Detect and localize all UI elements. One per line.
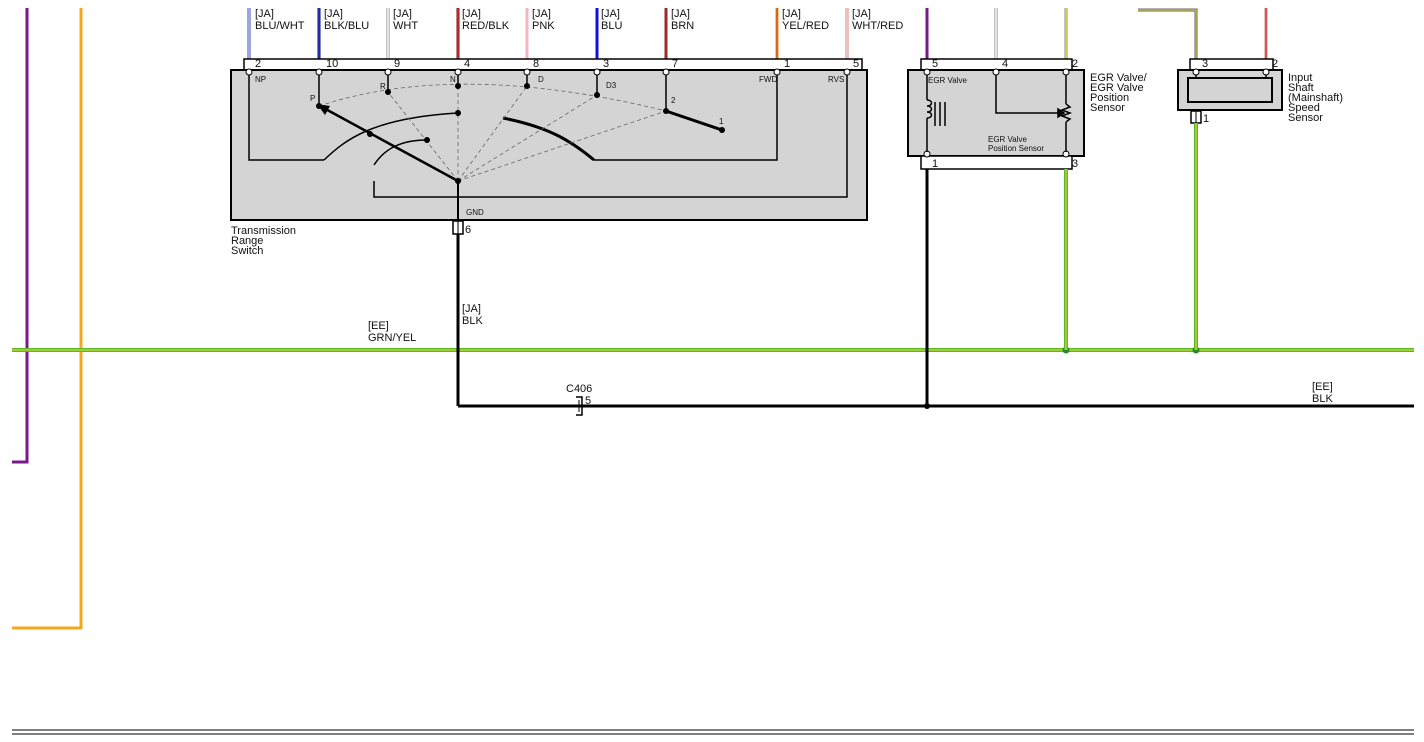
- trs-name-line-3: Switch: [231, 245, 263, 257]
- wire-color-d3: BLU: [601, 20, 622, 32]
- wire-code-np: [JA]: [255, 8, 274, 20]
- wire-color-n: RED/BLK: [462, 20, 510, 32]
- c406-pin: 5: [585, 395, 591, 407]
- trs-name-line-1: Transmission: [231, 225, 296, 237]
- egr-pin-5: 5: [932, 58, 938, 70]
- trs-position-np: NP: [255, 75, 266, 84]
- grn-yel-bus-color: GRN/YEL: [368, 332, 416, 344]
- wire-color-np: BLU/WHT: [255, 20, 305, 32]
- transmission-range-switch: 2 10 9 4 8 3 7 1 5: [230, 58, 868, 257]
- blk-ground-bus: [458, 403, 1414, 409]
- blk-bus-color: BLK: [1312, 393, 1333, 405]
- trs-position-rvs: RVS: [828, 75, 844, 84]
- wire-color-two: BRN: [671, 20, 694, 32]
- grn-yel-bus: [12, 346, 1414, 354]
- trs-pin-n: 4: [464, 58, 470, 70]
- egr-name-line-2: EGR Valve: [1090, 82, 1144, 94]
- orange-wire: [12, 8, 83, 630]
- trs-position-d3: D3: [606, 81, 617, 90]
- trs-pin-two: 7: [672, 58, 678, 70]
- trs-position-two: 2: [671, 96, 676, 105]
- iss-name-line-2: Shaft: [1288, 82, 1314, 94]
- c406-name: C406: [566, 383, 592, 395]
- egr-inner-label: EGR Valve: [928, 76, 968, 85]
- iss-name-line-1: Input: [1288, 72, 1312, 84]
- trs-position-r: R: [380, 82, 386, 91]
- grn-yel-bus-code: [EE]: [368, 320, 389, 332]
- trs-wire-labels: [JA] BLU/WHT [JA] BLK/BLU [JA] WHT [JA] …: [255, 8, 903, 32]
- egr-sensor-label-1: EGR Valve: [988, 135, 1028, 144]
- trs-position-n: N: [450, 75, 456, 84]
- egr-pin-4: 4: [1002, 58, 1008, 70]
- egr-name-line-4: Sensor: [1090, 102, 1125, 114]
- wire-code-p: [JA]: [324, 8, 343, 20]
- purple-wire: [12, 8, 29, 464]
- egr-pin-1: 1: [932, 158, 938, 170]
- trs-position-p: P: [310, 94, 315, 103]
- wire-code-rvs: [JA]: [852, 8, 871, 20]
- iss-pin-1: 1: [1203, 113, 1209, 125]
- wire-color-fwd: YEL/RED: [782, 20, 829, 32]
- trs-position-one: 1: [719, 117, 724, 126]
- trs-pin-np: 2: [255, 58, 261, 70]
- trs-pin-d3: 3: [603, 58, 609, 70]
- gnd-wire-color: BLK: [462, 315, 483, 327]
- egr-pin-2: 2: [1072, 58, 1078, 70]
- trs-position-d: D: [538, 75, 544, 84]
- blk-bus-code: [EE]: [1312, 381, 1333, 393]
- egr-name-line-1: EGR Valve/: [1090, 72, 1148, 84]
- iss-name-line-3: (Mainshaft): [1288, 92, 1343, 104]
- iss-name-line-4: Speed: [1288, 102, 1320, 114]
- wire-code-two: [JA]: [671, 8, 690, 20]
- wire-code-r: [JA]: [393, 8, 412, 20]
- wire-code-d: [JA]: [532, 8, 551, 20]
- gnd-wire-code: [JA]: [462, 303, 481, 315]
- trs-pin-p: 10: [326, 58, 338, 70]
- trs-pin-gnd: 6: [465, 224, 471, 236]
- trs-pin-d: 8: [533, 58, 539, 70]
- egr-sensor-label-2: Position Sensor: [988, 144, 1044, 153]
- wire-color-p: BLK/BLU: [324, 20, 369, 32]
- egr-pin-3: 3: [1072, 158, 1078, 170]
- iss-name-line-5: Sensor: [1288, 112, 1323, 124]
- trs-position-fwd: FWD: [759, 75, 777, 84]
- egr-name-line-3: Position: [1090, 92, 1129, 104]
- wire-code-n: [JA]: [462, 8, 481, 20]
- bottom-border: [12, 729, 1414, 735]
- wire-color-rvs: WHT/RED: [852, 20, 903, 32]
- trs-pin-r: 9: [394, 58, 400, 70]
- egr-valve-position-sensor: 5 4 2 1 3 EGR Valve EGR Valve Position S…: [907, 8, 1148, 170]
- trs-name-line-2: Range: [231, 235, 263, 247]
- wire-color-r: WHT: [393, 20, 418, 32]
- wire-code-fwd: [JA]: [782, 8, 801, 20]
- iss-pin-3: 3: [1202, 58, 1208, 70]
- wire-code-d3: [JA]: [601, 8, 620, 20]
- left-edge-wires: [12, 8, 83, 630]
- trs-pin-fwd: 1: [784, 58, 790, 70]
- trs-position-gnd: GND: [466, 208, 484, 217]
- iss-pin-2: 2: [1272, 58, 1278, 70]
- trs-pin-rvs: 5: [853, 58, 859, 70]
- input-shaft-speed-sensor: 3 2 1 Input Shaft (Mainshaft) Speed Sens…: [1138, 8, 1343, 125]
- connector-c406: C406 5: [566, 383, 592, 416]
- wire-color-d: PNK: [532, 20, 555, 32]
